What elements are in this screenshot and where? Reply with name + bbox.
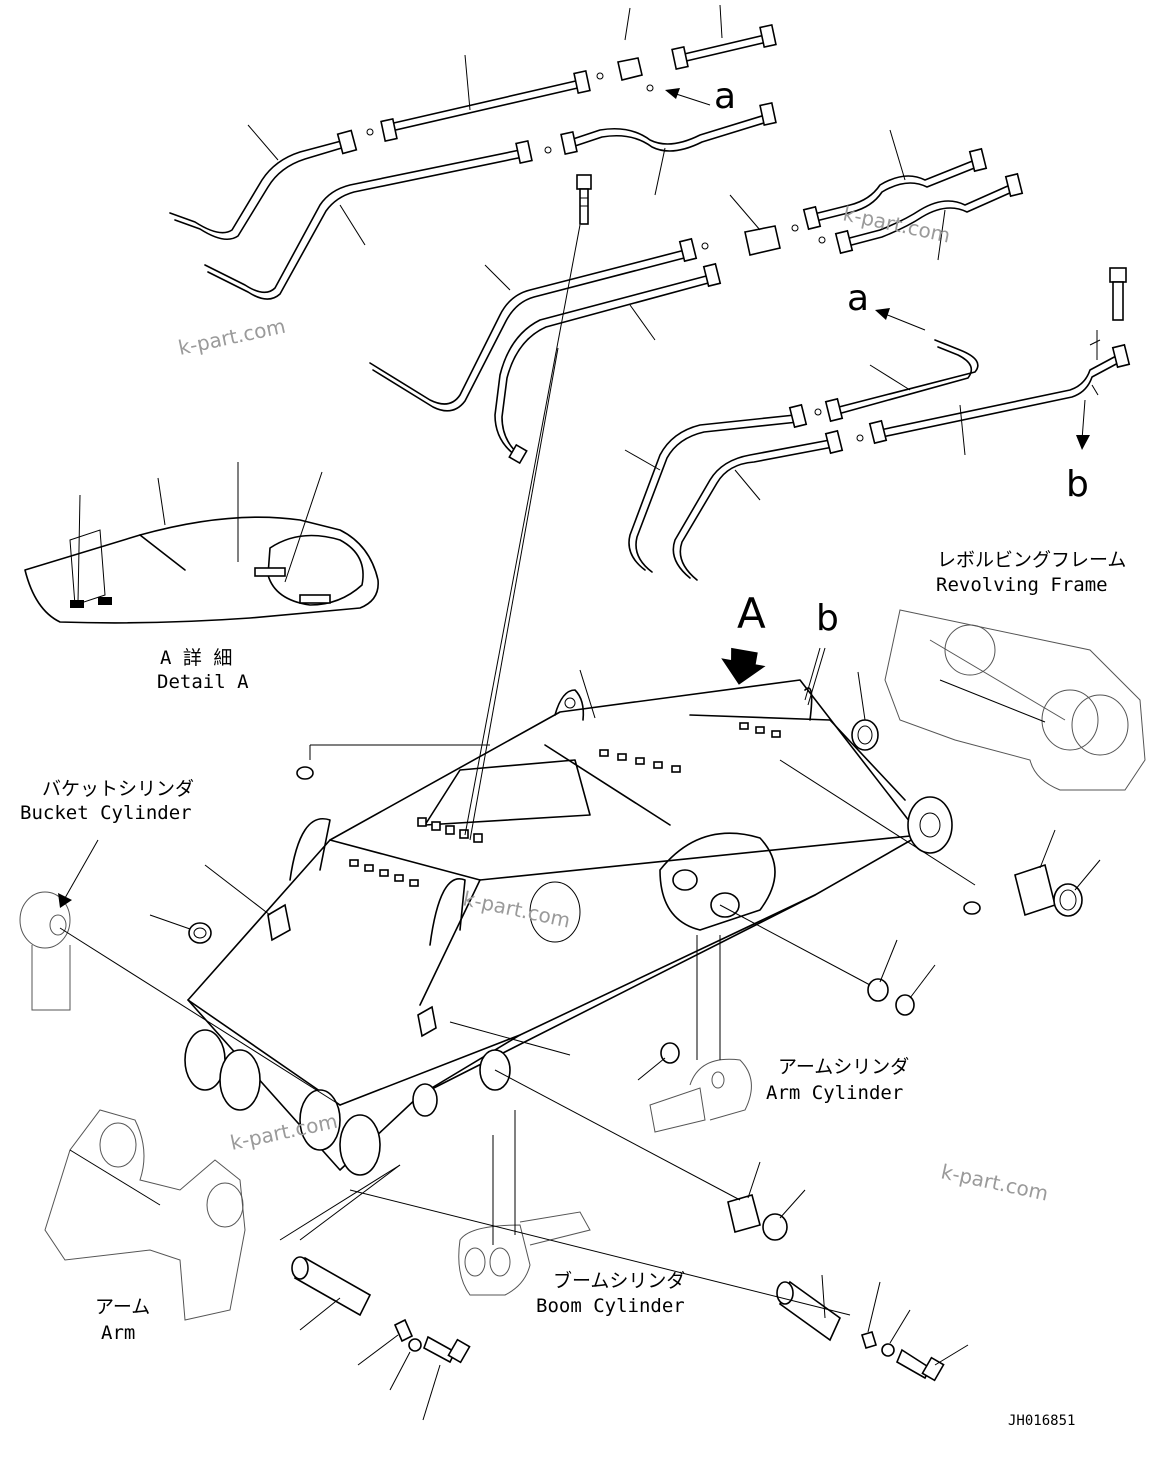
boom-main-body	[184, 647, 981, 1176]
watermarks: k-part.com k-part.com k-part.com k-part.…	[176, 201, 1050, 1205]
arm-cylinder-label-en: Arm Cylinder	[766, 1082, 903, 1104]
bolt-top	[576, 174, 592, 225]
detail-a-label-jp: A 詳 細	[160, 647, 232, 669]
boom-cylinder-label-en: Boom Cylinder	[536, 1295, 685, 1317]
revolving-frame-label-jp: レボルビングフレーム	[937, 549, 1126, 571]
right-pipe-group	[624, 267, 1131, 581]
ref-b-top-marker: b	[816, 598, 839, 639]
detail-a-view	[24, 462, 379, 624]
boom-cylinder-ghost	[458, 1110, 591, 1296]
reference-arrows	[58, 88, 1090, 908]
bucket-cylinder-label-jp: バケットシリンダ	[42, 778, 194, 800]
ref-a-top-marker: a	[714, 76, 736, 117]
bucket-cylinder-label-en: Bucket Cylinder	[20, 802, 192, 824]
reference-lines	[279, 224, 1098, 1316]
watermark: k-part.com	[939, 1159, 1051, 1205]
arm-ghost	[44, 1109, 246, 1321]
ref-b-right-marker: b	[1066, 464, 1089, 505]
watermark: k-part.com	[176, 314, 288, 360]
watermark: k-part.com	[461, 886, 573, 932]
bucket-cylinder-ghost	[19, 891, 341, 1106]
detail-a-label-en: Detail A	[157, 671, 249, 693]
upper-pipe-group	[169, 4, 777, 300]
middle-pipe-group	[369, 129, 1024, 465]
ref-a-mid-marker: a	[847, 278, 869, 319]
pins-and-bushings	[149, 671, 1101, 1421]
revolving-frame-label-en: Revolving Frame	[936, 574, 1108, 596]
watermark: k-part.com	[841, 201, 953, 247]
boom-cylinder-label-jp: ブームシリンダ	[553, 1269, 685, 1292]
arm-label-en: Arm	[101, 1322, 135, 1344]
arm-label-jp: アーム	[95, 1296, 150, 1318]
revolving-frame-ghost	[884, 609, 1146, 791]
labels: A 詳 細 Detail A レボルビングフレーム Revolving Fram…	[20, 76, 1126, 1429]
view-a-marker: A	[737, 589, 766, 638]
drawing-code: JH016851	[1008, 1413, 1075, 1429]
arm-cylinder-label-jp: アームシリンダ	[778, 1056, 909, 1078]
arm-cylinder-ghost	[649, 935, 752, 1133]
